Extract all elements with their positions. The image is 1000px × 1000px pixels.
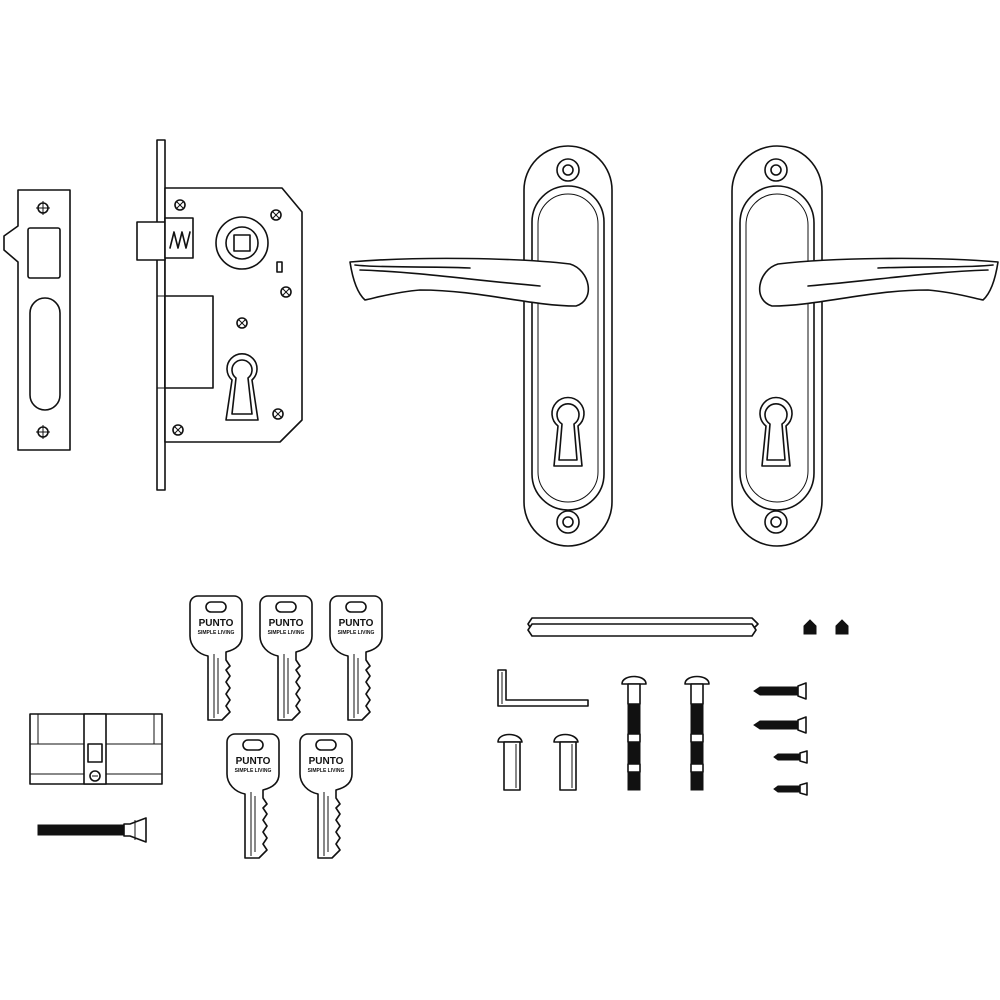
key-tagline-text: SIMPLE LIVING <box>198 630 235 636</box>
through-bolt-2 <box>684 675 710 791</box>
key-1: PUNTO SIMPLE LIVING <box>189 595 243 721</box>
key-tagline-text: SIMPLE LIVING <box>268 630 305 636</box>
key-brand-text: PUNTO <box>339 618 374 629</box>
key-tagline-text: SIMPLE LIVING <box>235 768 272 774</box>
wood-screws <box>753 682 808 796</box>
key-brand-text: PUNTO <box>309 756 344 767</box>
grub-screws <box>803 619 849 635</box>
lever-right <box>758 257 999 307</box>
key-brand-text: PUNTO <box>236 756 271 767</box>
key-4: PUNTO SIMPLE LIVING <box>226 733 280 859</box>
key-brand-text: PUNTO <box>269 618 304 629</box>
key-tagline-text: SIMPLE LIVING <box>308 768 345 774</box>
through-bolt-1 <box>621 675 647 791</box>
key-brand-text: PUNTO <box>199 618 234 629</box>
lever-left <box>349 257 590 307</box>
key-2: PUNTO SIMPLE LIVING <box>259 595 313 721</box>
euro-cylinder <box>29 713 163 785</box>
bolt-sleeve-2 <box>553 733 579 791</box>
spindle-bar <box>527 617 759 637</box>
handle-plate-right <box>731 145 999 547</box>
allen-key <box>497 669 589 707</box>
mortise-screws <box>172 199 292 436</box>
cylinder-screw <box>37 817 147 843</box>
key-tagline-text: SIMPLE LIVING <box>338 630 375 636</box>
bolt-sleeve-1 <box>497 733 523 791</box>
key-3: PUNTO SIMPLE LIVING <box>329 595 383 721</box>
key-5: PUNTO SIMPLE LIVING <box>299 733 353 859</box>
handle-plate-left <box>349 145 613 547</box>
strike-plate <box>3 189 71 451</box>
mortise-lock-body <box>136 139 303 491</box>
